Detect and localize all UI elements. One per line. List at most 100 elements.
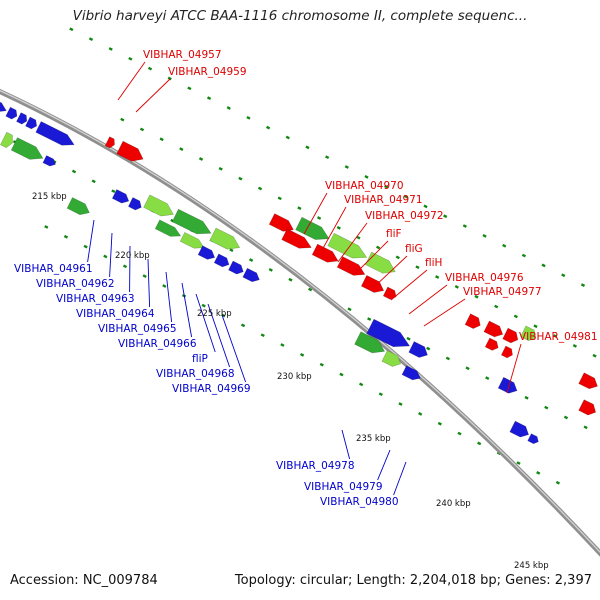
tick-mark xyxy=(159,137,164,142)
leader-line xyxy=(354,240,389,275)
gene-arrow xyxy=(197,245,216,260)
tick-mark xyxy=(378,392,383,397)
gene-arrow xyxy=(154,219,182,237)
gene-label-forward: VIBHAR_04971 xyxy=(344,194,423,206)
tick-mark xyxy=(395,255,400,260)
tick-mark xyxy=(415,265,420,270)
gene-arrow xyxy=(268,213,294,232)
gene-arrow xyxy=(213,253,230,268)
gene-arrow xyxy=(35,121,75,146)
gene-arrow xyxy=(500,345,513,359)
leader-line xyxy=(408,284,448,315)
tick-mark xyxy=(336,225,341,230)
gene-arrow xyxy=(0,101,7,112)
tick-mark xyxy=(249,258,254,262)
tick-mark xyxy=(266,125,271,130)
gene-label-reverse: VIBHAR_04962 xyxy=(36,278,115,290)
backbone xyxy=(0,88,600,557)
tick-mark xyxy=(198,157,204,161)
tick-mark xyxy=(299,352,305,357)
gene-arrow xyxy=(408,341,428,358)
gene-features xyxy=(0,101,598,445)
gene-label-forward: VIBHAR_04976 xyxy=(445,272,524,284)
gene-label-reverse: VIBHAR_04978 xyxy=(276,460,355,472)
tick-mark xyxy=(142,274,147,278)
tick-mark xyxy=(319,362,324,367)
tick-mark xyxy=(454,285,459,289)
tick-mark xyxy=(445,356,450,361)
tick-mark xyxy=(229,248,234,253)
tick-mark xyxy=(367,317,372,321)
tick-mark xyxy=(103,254,108,259)
gene-arrow xyxy=(502,327,519,344)
gene-label-reverse: fliP xyxy=(192,353,208,365)
gene-arrow xyxy=(381,350,402,367)
gene-arrow xyxy=(327,232,368,259)
tick-mark xyxy=(406,336,411,341)
tick-mark xyxy=(277,196,282,201)
leader-line xyxy=(303,192,328,235)
tick-mark xyxy=(524,395,529,400)
gene-arrow xyxy=(143,194,174,217)
gene-arrow xyxy=(509,420,529,438)
tick-mark xyxy=(536,471,541,475)
tick-mark xyxy=(541,263,546,268)
gene-arrow xyxy=(10,137,44,160)
gene-arrow xyxy=(128,197,142,211)
gene-arrow xyxy=(228,260,244,275)
gene-label-reverse: VIBHAR_04968 xyxy=(156,368,235,380)
gene-label-forward: VIBHAR_04981 xyxy=(519,331,598,343)
gene-label-reverse: VIBHAR_04963 xyxy=(56,293,135,305)
tick-mark xyxy=(201,303,206,308)
tick-mark xyxy=(285,135,290,140)
tick-mark xyxy=(218,166,223,171)
gene-arrow xyxy=(336,256,366,276)
tick-mark xyxy=(485,376,490,380)
tick-mark xyxy=(120,117,125,122)
gene-label-reverse: VIBHAR_04980 xyxy=(320,496,399,508)
tick-mark xyxy=(364,175,369,179)
tick-mark xyxy=(246,115,251,120)
leader-line xyxy=(337,222,368,263)
tick-mark xyxy=(139,127,145,132)
summary-label: Topology: circular; Length: 2,204,018 bp… xyxy=(234,573,592,588)
leader-line xyxy=(321,206,347,251)
gene-label-forward: VIBHAR_04959 xyxy=(168,66,247,78)
gene-arrow xyxy=(209,227,241,250)
label-leaders xyxy=(87,61,522,496)
leader-line xyxy=(109,232,113,278)
tick-mark xyxy=(257,186,263,191)
tick-mark xyxy=(494,304,499,309)
tick-mark xyxy=(238,176,243,181)
tick-mark xyxy=(462,224,467,228)
tick-mark xyxy=(268,268,273,272)
leader-line xyxy=(390,269,428,301)
tick-mark xyxy=(561,273,566,278)
tick-mark xyxy=(474,294,479,299)
scale-label: 220 kbp xyxy=(115,251,150,261)
gene-arrow xyxy=(281,228,312,249)
tick-mark xyxy=(502,243,507,248)
leader-line xyxy=(221,314,247,383)
leader-line xyxy=(147,258,151,308)
leader-line xyxy=(377,449,391,481)
tick-mark xyxy=(339,372,344,377)
tick-mark xyxy=(167,76,172,81)
tick-mark xyxy=(226,106,231,110)
tick-mark xyxy=(513,314,518,319)
tick-mark xyxy=(288,277,293,282)
tick-mark xyxy=(108,47,113,51)
gene-label-reverse: VIBHAR_04969 xyxy=(172,383,251,395)
scale-label: 245 kbp xyxy=(514,561,549,571)
gene-label-forward: VIBHAR_04977 xyxy=(463,286,542,298)
tick-mark xyxy=(69,27,74,32)
gene-arrow xyxy=(179,231,205,249)
tick-mark xyxy=(240,323,246,328)
tick-mark xyxy=(376,245,381,250)
tick-mark xyxy=(555,480,561,485)
tick-mark xyxy=(356,235,361,240)
gene-arrow xyxy=(242,267,260,283)
gene-arrow xyxy=(364,251,396,274)
leader-line xyxy=(506,343,522,394)
tick-mark xyxy=(359,382,364,387)
